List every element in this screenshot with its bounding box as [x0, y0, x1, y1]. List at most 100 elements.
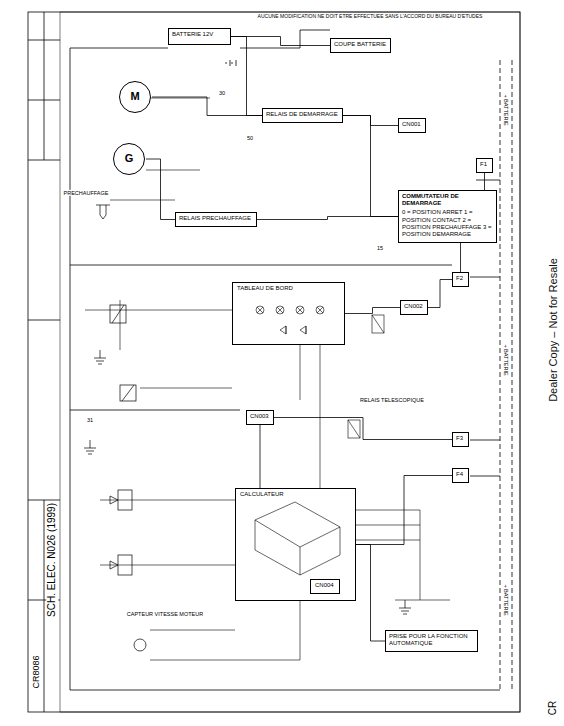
part-name: RELAIS TELESCOPIQUE: [359, 397, 425, 403]
sensor-symbol: [118, 490, 132, 510]
node-title: RELAIS PRECHAUFFAGE: [179, 215, 253, 222]
supply-bus: [70, 30, 512, 690]
misc-wires: [100, 565, 235, 566]
node-title: CN001: [402, 121, 422, 128]
node-title: PRISE POUR LA FONCTION AUTOMATIQUE: [389, 633, 474, 647]
node-title: CALCULATEUR: [239, 491, 285, 498]
relay-box: RELAIS DE DEMARRAGE: [262, 108, 343, 123]
misc-wires: [420, 510, 421, 600]
bus-label: + BATTERIE: [503, 343, 509, 376]
ecu-box: CALCULATEUR CN004: [235, 488, 356, 601]
wire-connector: [356, 545, 385, 642]
ignition-switch-box: COMMUTATEUR DE DEMARRAGE0 = POSITION ARR…: [398, 190, 497, 243]
motor-symbol: [120, 82, 151, 113]
wire-connector: [260, 425, 261, 488]
alternator-symbol: G: [112, 142, 146, 176]
indicator-lamps: [296, 306, 304, 314]
drawing-frame: [44, 12, 45, 160]
glow-plug: [96, 205, 110, 219]
node-title: G: [125, 152, 134, 165]
part-name: PRECHAUFFAGE: [63, 190, 110, 196]
drawing-frame: [28, 12, 520, 712]
wire-number: 50: [246, 135, 254, 141]
indicator-lamps: [280, 326, 286, 334]
battery-cells: [226, 60, 236, 66]
valve-symbol: [112, 305, 124, 323]
supply-bus: [512, 60, 513, 690]
misc-wires: [100, 500, 235, 501]
wire-connector: [343, 116, 398, 217]
fuse-box: F4: [452, 468, 469, 483]
misc-wires: [150, 660, 300, 661]
node-title: CN004: [314, 582, 335, 589]
indicator-lamps: [257, 307, 263, 313]
wire-connector: [460, 243, 461, 272]
relay-coil: [348, 315, 384, 438]
ecu-outline: [255, 520, 340, 575]
relay-box: RELAIS PRECHAUFFAGE: [175, 212, 257, 227]
node-title: TABLEAU DE BORD: [236, 285, 294, 292]
fuse-box: F3: [452, 432, 469, 447]
node-title: RELAIS DE DEMARRAGE: [266, 111, 339, 118]
wire-connector: [356, 476, 452, 545]
node-body: 0 = POSITION ARRET 1 = POSITION CONTACT …: [402, 209, 493, 238]
indicator-lamps: [276, 306, 284, 314]
wire-connector: [152, 97, 262, 116]
node-title: COUPE BATTERIE: [334, 41, 387, 48]
misc-wires: [300, 345, 301, 400]
bus-label: + BATTERIE: [503, 583, 509, 616]
wire-number: 31: [86, 417, 94, 423]
misc-wires: [355, 525, 420, 526]
valve-symbol: [120, 385, 136, 401]
supply-bus: [476, 180, 500, 181]
relay-coil: [372, 315, 384, 333]
supply-bus: [70, 265, 452, 266]
part-name: CAPTEUR VITESSE MOTEUR: [126, 611, 204, 617]
dashboard-panel: TABLEAU DE BORD: [232, 282, 345, 345]
drawing-frame: [60, 12, 520, 712]
misc-wires: [110, 200, 175, 201]
wire-connector: [274, 418, 452, 440]
node-title: F3: [456, 435, 465, 442]
indicator-lamps: [317, 307, 323, 313]
sensor-symbol: [110, 496, 118, 569]
misc-wires: [355, 510, 420, 511]
supply-bus: [470, 277, 500, 278]
sensor-symbol: [110, 490, 146, 651]
supply-bus: [240, 48, 300, 49]
supply-bus: [470, 476, 500, 477]
node-title: F4: [456, 471, 465, 478]
socket-box: PRISE POUR LA FONCTION AUTOMATIQUE: [385, 630, 478, 652]
wire-connector: [345, 308, 400, 314]
indicator-lamps: [256, 306, 324, 334]
misc-wires: [120, 300, 121, 350]
connector-box: CN004: [310, 579, 340, 594]
connector-box: CN002: [400, 300, 428, 315]
fuse-box: F2: [452, 272, 469, 287]
drawing-code: CR: [547, 700, 559, 716]
ground-symbol: [399, 600, 411, 614]
misc-wires: [300, 600, 301, 660]
ground-symbol: [60, 230, 411, 614]
sensor-symbol: [118, 555, 132, 575]
indicator-lamps: [277, 307, 283, 313]
misc-wires: [146, 170, 200, 171]
misc-wires: [85, 98, 450, 660]
relay-coil: [348, 420, 360, 438]
supply-bus: [70, 48, 71, 690]
relay-coil: [348, 420, 360, 438]
wire-connector: [428, 280, 452, 308]
relay-coil: [372, 315, 384, 333]
sensor-symbol: [134, 639, 146, 651]
drawing-frame: [28, 12, 520, 712]
node-title: M: [130, 90, 139, 103]
fuse-box: F1: [476, 158, 493, 173]
drawing-code: CR8086: [31, 654, 41, 689]
notice-text: AUCUNE MODIFICATION NE DOIT ETRE EFFECTU…: [257, 14, 484, 20]
misc-wires: [150, 98, 210, 99]
node-title: CN003: [250, 413, 270, 420]
battery-box: BATTERIE 12V: [168, 28, 231, 45]
drawing-frame: [44, 500, 45, 712]
ecu-outline: [255, 502, 340, 547]
